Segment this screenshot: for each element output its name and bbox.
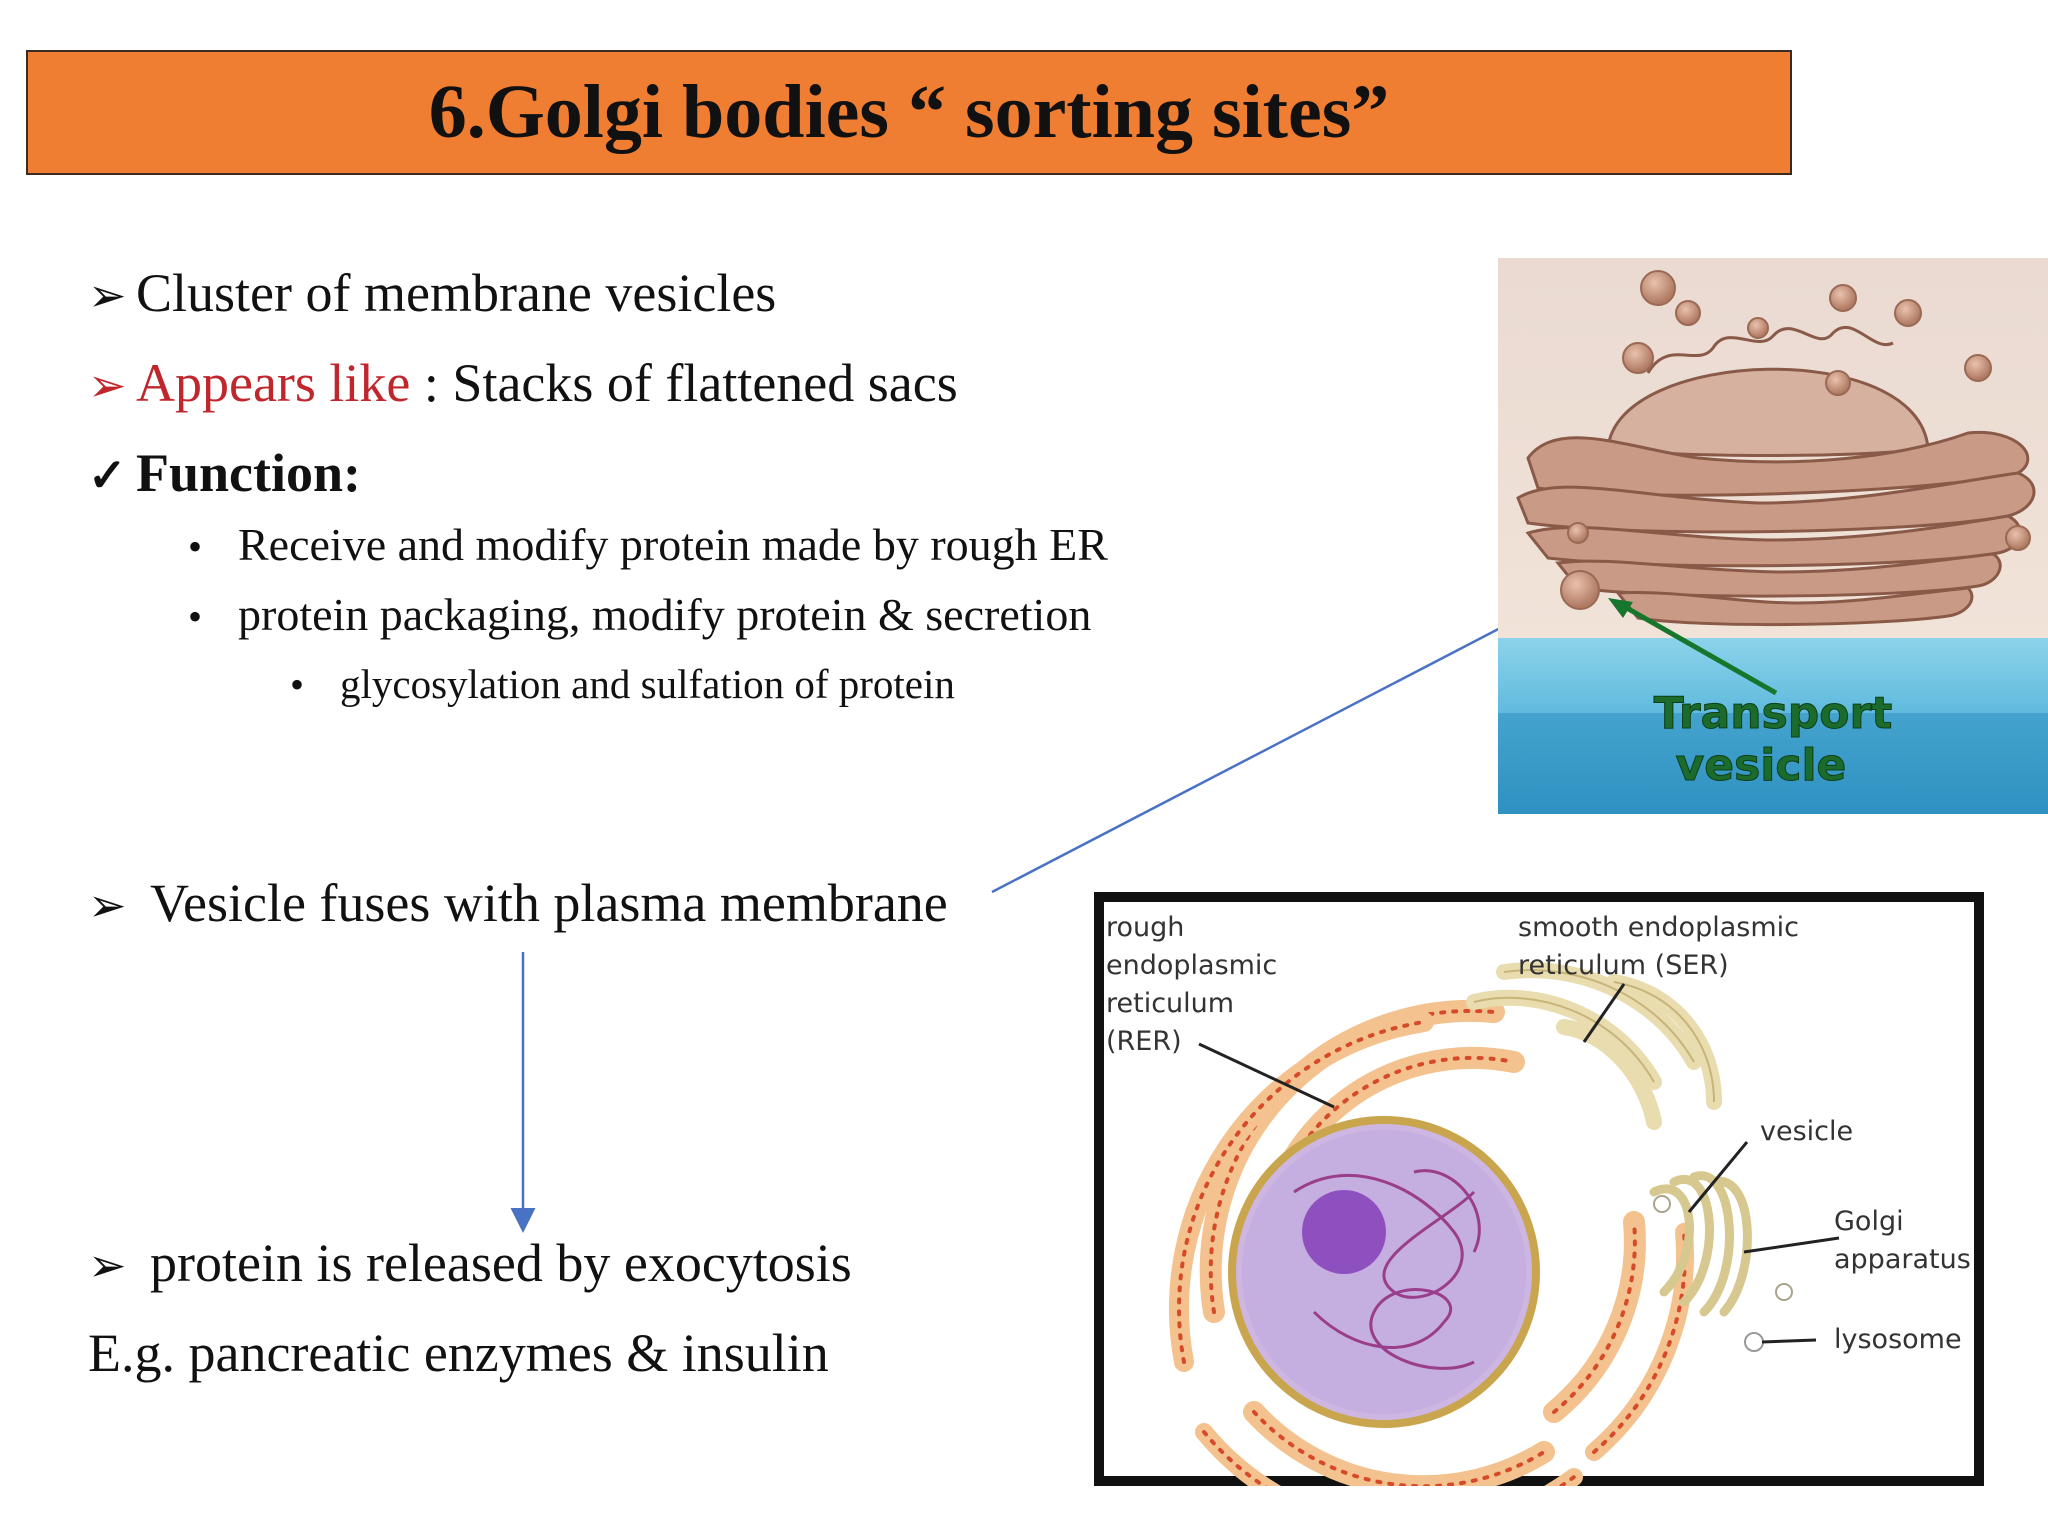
arrowhead-bullet-icon: ➢ <box>88 360 127 411</box>
bullet-function: ✓ Function: <box>88 442 361 504</box>
vesicle-icon <box>1653 1195 1671 1213</box>
transport-label-line1: Transport <box>1654 688 1893 739</box>
checkmark-icon: ✓ <box>88 450 127 501</box>
rough-er-icon <box>1169 999 1694 1486</box>
arrowhead-bullet-icon: ➢ <box>88 270 127 321</box>
label-rer-3: reticulum <box>1106 988 1234 1019</box>
sub-bullet-receive: • Receive and modify protein made by rou… <box>188 518 1108 571</box>
golgi-cisternae <box>1516 367 2036 627</box>
bullet-text: Cluster of membrane vesicles <box>136 263 777 323</box>
sub-bullet-text: protein packaging, modify protein & secr… <box>238 589 1092 640</box>
nucleolus-icon <box>1302 1190 1386 1274</box>
label-rer-2: endoplasmic <box>1106 950 1277 981</box>
cell-organelles-diagram: rough endoplasmic reticulum (RER) smooth… <box>1094 892 1984 1486</box>
bullet-dot-icon: • <box>188 594 203 639</box>
label-rer-4: (RER) <box>1106 1026 1182 1057</box>
bullet-cluster: ➢ Cluster of membrane vesicles <box>88 262 776 324</box>
arrowhead-bullet-icon: ➢ <box>88 880 127 931</box>
label-vesicle: vesicle <box>1760 1116 1853 1147</box>
vesicle-icon <box>1775 1283 1793 1301</box>
transport-vesicle-icon <box>1560 570 1600 610</box>
function-heading: Function: <box>136 443 362 503</box>
appears-like-label: Appears like <box>136 353 411 413</box>
label-lysosome: lysosome <box>1834 1324 1962 1355</box>
golgi-apparatus-icon <box>1649 1171 1752 1317</box>
arrow-to-transport-vesicle <box>991 594 1565 894</box>
label-ser-2: reticulum (SER) <box>1518 950 1729 981</box>
sub-bullet-packaging: • protein packaging, modify protein & se… <box>188 588 1091 641</box>
bullet-exocytosis: ➢ protein is released by exocytosis <box>88 1232 852 1294</box>
golgi-transport-vesicle-figure: Transport vesicle <box>1498 258 2048 814</box>
bullet-text: protein is released by exocytosis <box>150 1233 852 1293</box>
example-line: E.g. pancreatic enzymes & insulin <box>88 1322 829 1384</box>
slide-title-bar: 6.Golgi bodies “ sorting sites” <box>26 50 1792 175</box>
sub-bullet-text: Receive and modify protein made by rough… <box>238 519 1108 570</box>
bullet-dot-icon: • <box>188 524 203 569</box>
bullet-dot-icon: • <box>290 662 305 707</box>
slide-title: 6.Golgi bodies “ sorting sites” <box>428 70 1390 154</box>
arrowhead-bullet-icon: ➢ <box>88 1240 127 1291</box>
vesicle-icons <box>1560 270 2031 610</box>
sub-sub-bullet-glycosylation: • glycosylation and sulfation of protein <box>290 660 955 708</box>
label-ser-1: smooth endoplasmic <box>1518 912 1799 943</box>
appears-like-text: : Stacks of flattened sacs <box>410 353 958 413</box>
label-golgi-2: apparatus <box>1834 1244 1971 1275</box>
transport-label-line2: vesicle <box>1676 740 1847 791</box>
lysosome-icon <box>1744 1332 1764 1352</box>
example-text: E.g. pancreatic enzymes & insulin <box>88 1323 829 1383</box>
label-rer-1: rough <box>1106 912 1184 943</box>
label-golgi-1: Golgi <box>1834 1206 1904 1237</box>
bullet-text: Vesicle fuses with plasma membrane <box>150 873 948 933</box>
sub-bullet-text: glycosylation and sulfation of protein <box>340 661 955 707</box>
bullet-vesicle-fuses: ➢ Vesicle fuses with plasma membrane <box>88 872 948 934</box>
bullet-appears-like: ➢ Appears like : Stacks of flattened sac… <box>88 352 958 414</box>
